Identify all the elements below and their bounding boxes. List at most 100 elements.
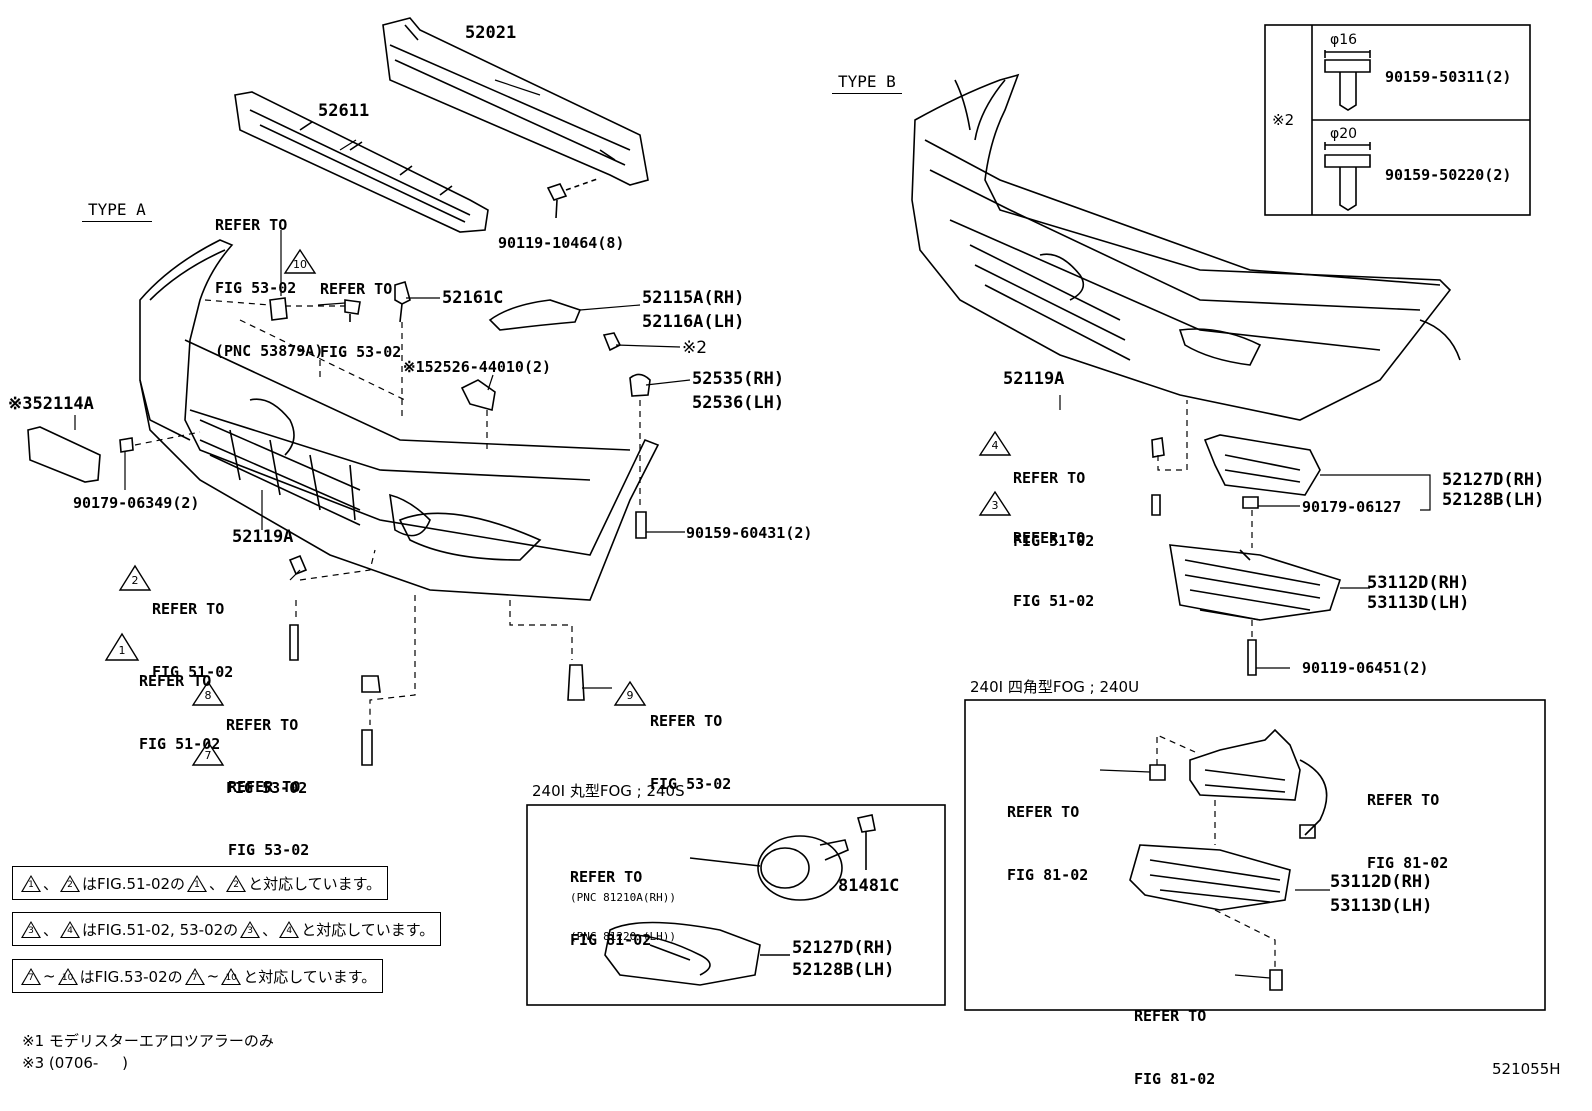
leaders-square-fog <box>1099 769 1330 979</box>
note-triangle-icon: 4 <box>279 920 300 938</box>
note-triangle-icon: 10 <box>221 967 242 985</box>
triangle-number-1: 1 <box>118 644 126 657</box>
ref-line: FIG 53-02 <box>320 343 402 361</box>
note-triangle-icon: 2 <box>60 874 81 892</box>
part-label-52127d-type-b[interactable]: 52127D(RH) <box>1442 470 1545 490</box>
footnote-1: ※1 モデリスターエアロツアラーのみ <box>22 1032 274 1050</box>
part-label-90159-60431[interactable]: 90159-60431(2) <box>686 524 813 542</box>
ref-line: REFER TO <box>570 868 643 886</box>
note-triangle-icon: 1 <box>187 874 208 892</box>
refer-to-triangle-7[interactable]: REFER TO FIG 53-02 <box>228 735 309 882</box>
part-label-53112d-type-b[interactable]: 53112D(RH) <box>1367 573 1470 593</box>
ref-line: FIG 51-02 <box>1013 532 1095 550</box>
triangle-num: 2 <box>233 879 239 890</box>
part-label-90159-50220[interactable]: 90159-50220(2) <box>1385 166 1512 184</box>
leaders-type-b <box>1059 395 1431 669</box>
note-tail: と対応しています。 <box>243 967 377 986</box>
screw-diameter-16: φ16 <box>1330 32 1358 48</box>
ref-line: FIG 51-02 <box>152 663 234 681</box>
part-label-52535[interactable]: 52535(RH) <box>692 369 785 389</box>
note-triangle-icon: 3 <box>21 920 41 938</box>
refer-to-fig-53-02-pnc-53879a[interactable]: REFER TO FIG 53-02 (PNC 53879A) <box>215 173 323 383</box>
part-label-90119-10464[interactable]: 90119-10464(8) <box>498 234 625 252</box>
type-a-label: TYPE A <box>82 200 152 222</box>
refer-to-triangle-4[interactable]: REFER TO FIG 51-02 <box>1013 426 1094 573</box>
ref-line: REFER TO <box>320 280 393 298</box>
diagram-id: 521055H <box>1492 1060 1561 1078</box>
ref-line: FIG 53-02 <box>215 279 297 297</box>
ref-line: FIG 51-02 <box>139 735 221 753</box>
part-label-52161c[interactable]: 52161C <box>442 288 504 308</box>
triangle-num: 1 <box>194 879 200 890</box>
square-fog-title: 240I 四角型FOG ; 240U <box>970 678 1140 696</box>
triangle-num: 1 <box>28 879 34 890</box>
ref-line: REFER TO <box>650 712 723 730</box>
triangle-number-3: 3 <box>991 499 999 512</box>
fog-cover-type-b-drawing <box>1203 434 1321 496</box>
part-label-81481c[interactable]: 81481C <box>838 876 900 896</box>
triangle-number-8: 8 <box>204 689 212 702</box>
part-label-52119a-type-b[interactable]: 52119A <box>1003 369 1065 389</box>
part-label-52611[interactable]: 52611 <box>318 101 370 121</box>
note-tail: と対応しています。 <box>248 874 382 893</box>
part-label-screw-ref-2: ※2 <box>682 338 708 358</box>
part-label-52128b-type-b[interactable]: 52128B(LH) <box>1442 490 1545 510</box>
part-label-53112d-box[interactable]: 53112D(RH) <box>1330 872 1433 892</box>
ref-line: FIG 53-02 <box>650 775 732 793</box>
note-tail: と対応しています。 <box>301 920 435 939</box>
refer-to-fig-81-02-box-left[interactable]: REFER TO FIG 81-02 <box>1007 760 1088 907</box>
note-sep: 、 <box>43 874 59 893</box>
part-label-53113d-box[interactable]: 53113D(LH) <box>1330 896 1433 916</box>
ref-line: FIG 81-02 <box>1134 1070 1216 1088</box>
refer-to-fig-81-02-box-bottom[interactable]: REFER TO FIG 81-02 <box>1134 964 1215 1111</box>
refer-to-triangle-8[interactable]: REFER TO FIG 53-02 <box>226 673 307 820</box>
triangle-num: 4 <box>286 925 293 936</box>
note-triangle-icon: 4 <box>60 920 81 938</box>
triangle-num: 7 <box>28 972 34 983</box>
part-label-53113d-type-b[interactable]: 53113D(LH) <box>1367 593 1470 613</box>
part-label-90179-06127[interactable]: 90179-06127 <box>1302 498 1402 516</box>
part-label-52021[interactable]: 52021 <box>465 23 517 43</box>
ref-line: FIG 81-02 <box>1367 854 1449 872</box>
triangle-num: 3 <box>28 925 34 936</box>
ref-line: REFER TO <box>1134 1007 1207 1025</box>
ref-line: (PNC 53879A) <box>215 342 324 360</box>
note-triangle-icon: 2 <box>226 874 247 892</box>
refer-to-fig-81-02-box-right[interactable]: REFER TO FIG 81-02 <box>1367 748 1448 895</box>
dashed-leaders-type-b <box>1157 400 1253 640</box>
grille-type-b-drawing <box>1169 544 1342 621</box>
refer-to-fig-81-02-fog[interactable]: REFER TO FIG 81-02 <box>570 825 651 972</box>
refer-to-triangle-1[interactable]: REFER TO FIG 51-02 <box>139 629 220 776</box>
ref-line: REFER TO <box>215 216 288 234</box>
part-label-52128b-fog[interactable]: 52128B(LH) <box>792 960 895 980</box>
note-triangle-icon: 10 <box>57 967 78 985</box>
note-sep: ~ <box>43 967 56 985</box>
part-label-52116a[interactable]: 52116A(LH) <box>642 312 745 332</box>
retainer-52114a-drawing <box>27 426 101 483</box>
triangle-number-2: 2 <box>131 574 139 587</box>
part-label-90119-06451[interactable]: 90119-06451(2) <box>1302 659 1429 677</box>
note-triangle-icon: 7 <box>21 967 41 985</box>
part-label-52536[interactable]: 52536(LH) <box>692 393 785 413</box>
part-label-52114a[interactable]: ※352114A <box>8 394 94 414</box>
part-label-90179-06349[interactable]: 90179-06349(2) <box>73 494 200 512</box>
square-fog-box <box>964 699 1546 1011</box>
refer-to-triangle-2[interactable]: REFER TO FIG 51-02 <box>152 557 233 704</box>
refer-to-triangle-9[interactable]: REFER TO FIG 53-02 <box>650 669 731 816</box>
triangle-num: 2 <box>67 879 73 890</box>
triangle-number-9: 9 <box>626 689 634 702</box>
part-label-52115a[interactable]: 52115A(RH) <box>642 288 745 308</box>
refer-to-triangle-10[interactable]: REFER TO FIG 53-02 <box>320 237 401 384</box>
bolt-90119-10464-drawing <box>546 177 601 219</box>
refer-to-triangle-3[interactable]: REFER TO FIG 51-02 <box>1013 486 1094 633</box>
ref-line: REFER TO <box>152 600 225 618</box>
part-label-152526[interactable]: ※152526-44010(2) <box>403 358 552 376</box>
ref-line: REFER TO <box>1367 791 1440 809</box>
part-label-90159-50311[interactable]: 90159-50311(2) <box>1385 68 1512 86</box>
part-label-52119a-type-a[interactable]: 52119A <box>232 527 294 547</box>
part-label-52127d-fog[interactable]: 52127D(RH) <box>792 938 895 958</box>
triangle-num: 10 <box>61 972 74 983</box>
pnc-line: (PNC 81220 (LH)) <box>570 930 676 943</box>
note-triangle-icon: 3 <box>240 920 261 938</box>
